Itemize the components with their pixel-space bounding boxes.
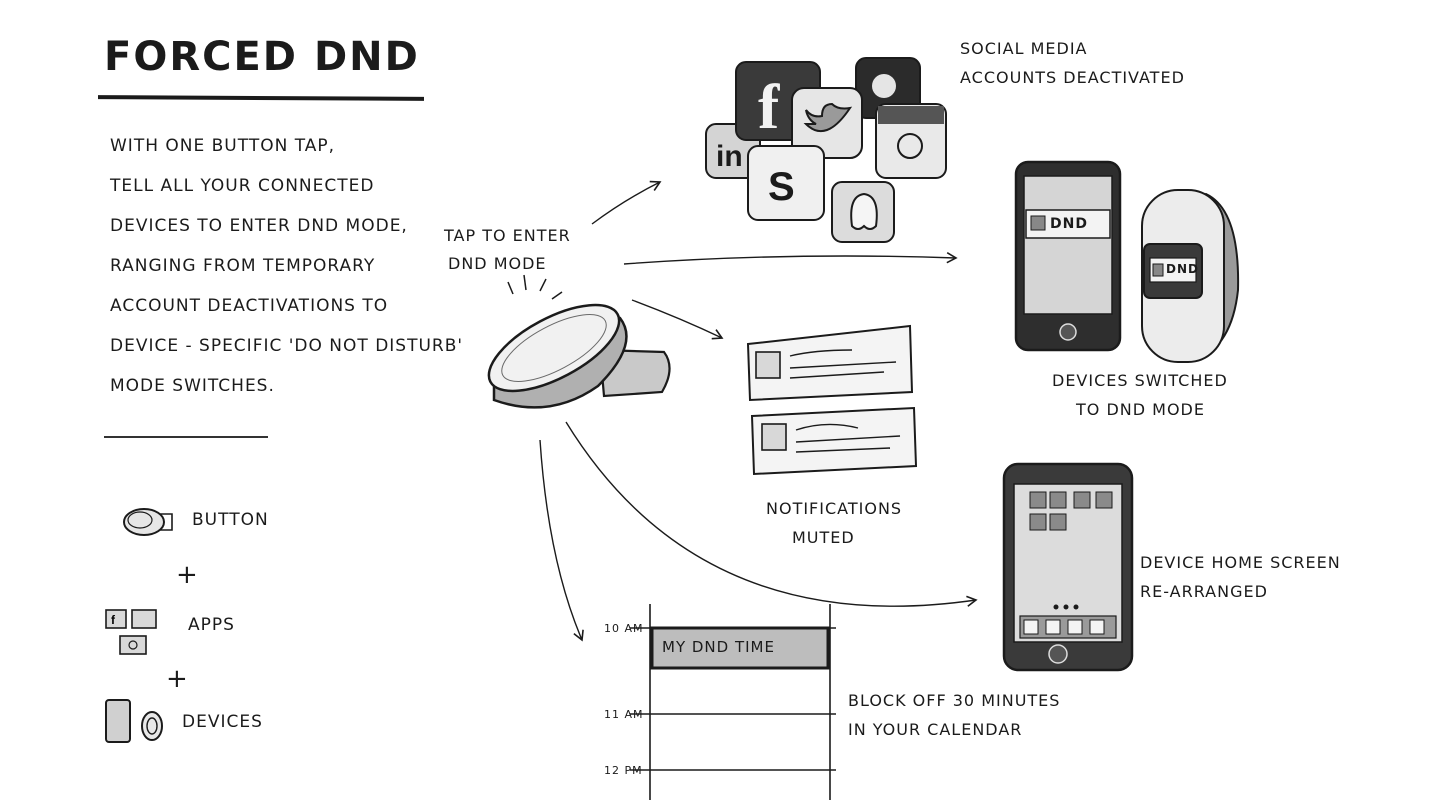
svg-text:in: in [716,140,743,173]
calendar-note-line: Block off 30 minutes [848,691,1061,710]
shazam-icon: S [747,145,825,221]
snapchat-icon [831,181,895,243]
devices-label-line: Devices switched [1052,371,1228,390]
page-title: Forced DND [104,34,420,80]
phone-dnd-device [1014,160,1122,352]
legend-devices-label: Devices [182,712,263,732]
time-12pm: 12 PM [604,764,643,777]
legend-plus: + [176,560,199,590]
description-line: mode switches. [110,376,275,396]
phone-dnd-label: DND [1050,216,1088,232]
home-screen-label: Device home screen re-arranged [1140,548,1341,606]
legend-button-label: Button [192,510,269,530]
calendar-event: My DND Time [662,638,775,656]
description-line: ranging from temporary [110,256,376,276]
phone-home-screen [1002,462,1134,672]
instagram-icon [875,103,947,179]
flow-arrows [539,180,978,642]
tap-label: Tap to enter DND mode [444,222,571,278]
description-line: Tell all your connected [110,176,375,196]
calendar-block [630,604,836,800]
home-label-line: Device home screen [1140,553,1341,572]
legend-plus: + [166,664,189,694]
home-label-line: re-arranged [1140,582,1268,601]
social-label-line: accounts deactivated [960,68,1185,87]
legend-apps-icon: f [105,609,157,655]
tap-label-line: Tap to enter [444,226,571,245]
svg-text:S: S [768,165,795,209]
description-line: devices to enter DND mode, [110,216,408,236]
dnd-button-icon [487,274,671,409]
social-apps-cluster: in f S [705,57,947,243]
description: With one button tap, Tell all your conne… [110,126,464,406]
social-label: Social media accounts deactivated [960,34,1185,92]
watch-dnd-device [1141,189,1240,363]
legend-apps-label: Apps [188,615,235,635]
description-line: device - specific 'Do Not Disturb' [110,336,464,356]
notifications-label-line: muted [792,528,855,547]
notifications-label: Notifications muted [766,494,902,552]
twitter-icon [791,87,863,159]
description-line: account deactivations to [110,296,389,316]
devices-switched-label: Devices switched to DND mode [1052,366,1228,424]
time-11am: 11 AM [604,708,644,721]
time-10am: 10 AM [604,622,644,635]
devices-label-line: to DND mode [1076,400,1205,419]
legend-devices-icon [105,699,163,743]
legend-button-icon [123,508,173,536]
notification-card [750,406,918,476]
watch-dnd-label: DND [1166,262,1199,276]
notification-card [746,324,914,402]
social-label-line: Social media [960,39,1088,58]
svg-text:f: f [111,613,116,627]
calendar-note: Block off 30 minutes in your calendar [848,686,1060,744]
section-divider [104,436,268,438]
calendar-note-line: in your calendar [848,720,1023,739]
tap-label-line: DND mode [448,254,547,273]
svg-text:f: f [758,71,780,142]
description-line: With one button tap, [110,136,336,156]
notifications-label-line: Notifications [766,499,903,518]
